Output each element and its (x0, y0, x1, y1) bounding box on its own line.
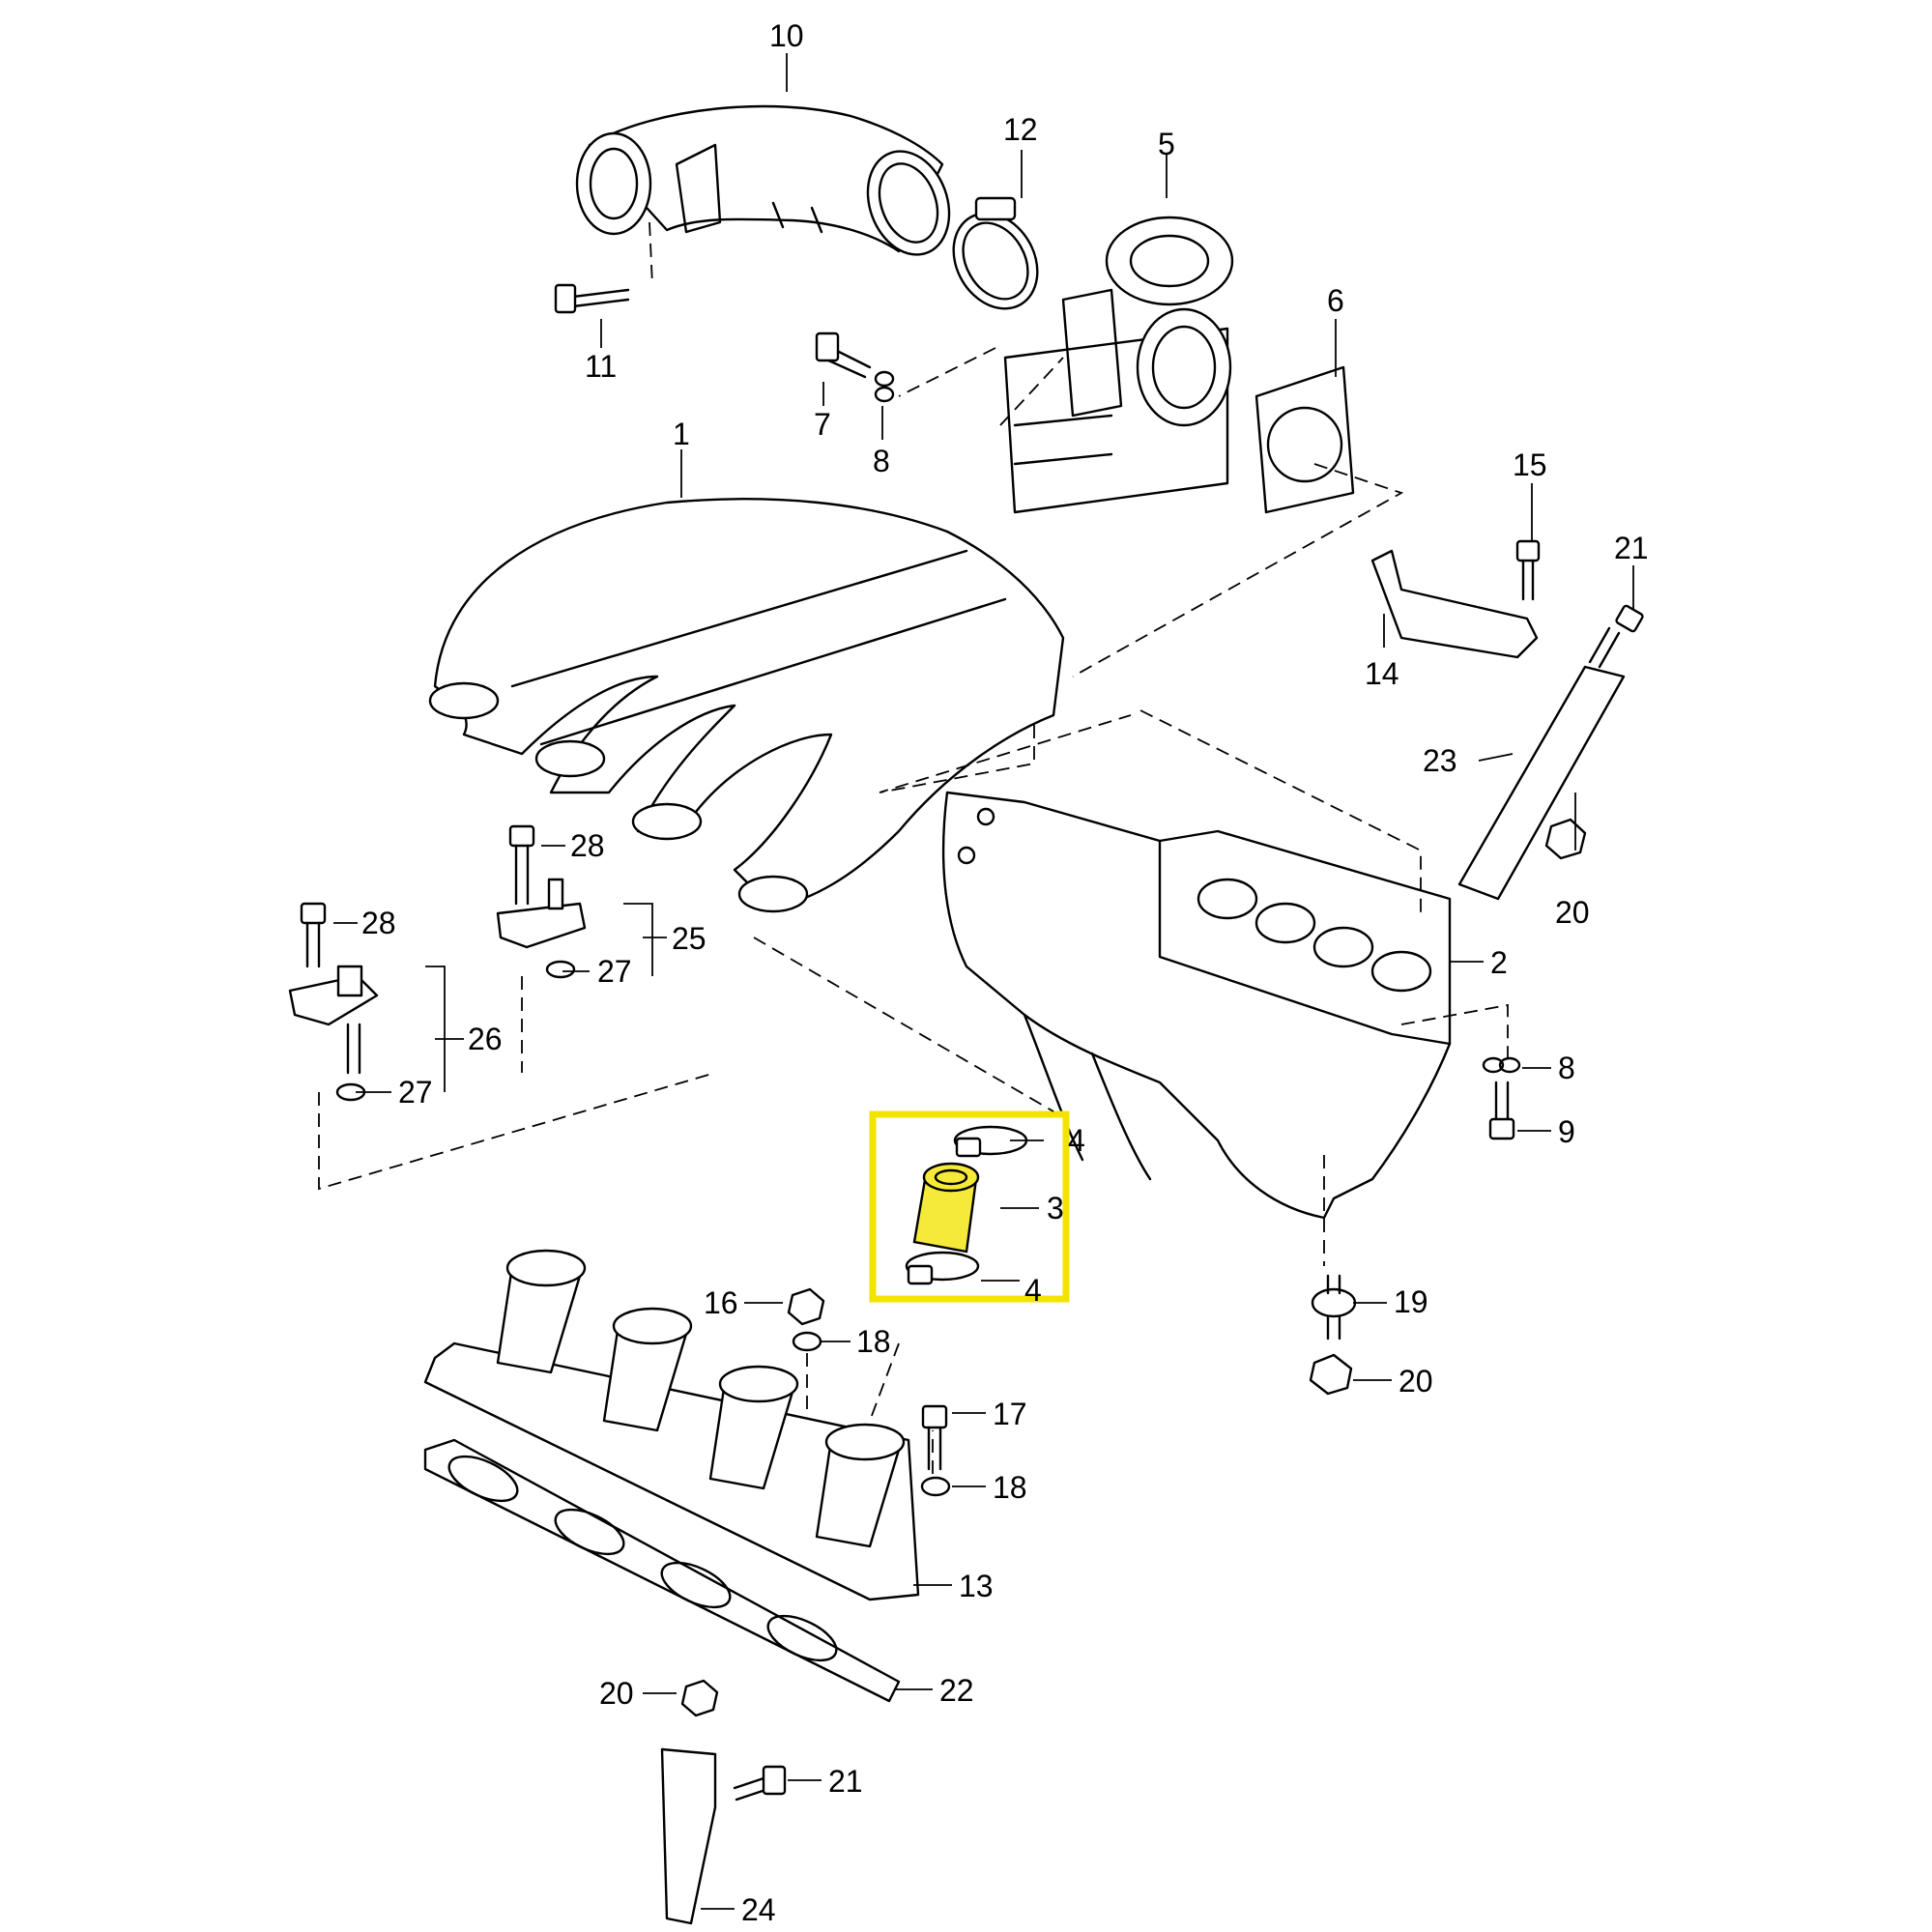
bolt-11 (554, 283, 630, 314)
callout-6: 6 (1327, 283, 1344, 318)
hose-clamp-4-lower (905, 1251, 980, 1285)
nut-20-right (1544, 818, 1587, 860)
callout-9: 9 (1558, 1114, 1575, 1149)
bolt-28-center (508, 824, 535, 906)
callout-21-lower: 21 (828, 1764, 863, 1799)
callout-20-lower-right: 20 (1399, 1364, 1433, 1399)
callout-labels: 10 11 12 5 6 7 8 1 15 21 14 23 20 2 28 2… (361, 18, 1649, 1927)
callout-28-center: 28 (570, 828, 605, 863)
callout-18-lower: 18 (993, 1470, 1027, 1505)
o-ring-8-right (1482, 1056, 1521, 1074)
callout-27-center: 27 (597, 954, 632, 989)
nut-20-bottom (680, 1679, 719, 1717)
callout-4-lower: 4 (1024, 1273, 1042, 1308)
sensor-25 (496, 878, 587, 949)
nut-20-lower-right (1309, 1353, 1353, 1396)
callout-19: 19 (1394, 1284, 1428, 1319)
bolt-21-lower (733, 1765, 787, 1802)
callout-27-left: 27 (398, 1075, 433, 1110)
callout-7: 7 (814, 407, 831, 442)
hose-clamp-12 (952, 196, 1039, 310)
hose-clamp-4-upper (953, 1125, 1028, 1158)
bolt-21-upper (1588, 604, 1644, 669)
coupling-3 (912, 1162, 980, 1254)
nut-16 (787, 1287, 825, 1326)
sensor-26 (288, 965, 379, 1075)
callout-20-bottom: 20 (599, 1676, 634, 1711)
highlight-frame (869, 1110, 1070, 1303)
callout-3: 3 (1047, 1191, 1064, 1226)
assembly-lines (318, 221, 1509, 1474)
bolt-9 (1488, 1081, 1515, 1140)
washer-18-lower (920, 1476, 951, 1497)
bolt-28-left (300, 902, 327, 968)
callout-11: 11 (585, 349, 617, 384)
callout-28-left: 28 (361, 906, 396, 940)
o-ring-8-upper (874, 370, 895, 403)
callout-5: 5 (1158, 127, 1175, 161)
throttle-body-5 (1003, 216, 1234, 514)
callout-21-upper: 21 (1614, 531, 1649, 565)
callout-26: 26 (468, 1022, 503, 1056)
callout-16: 16 (704, 1285, 738, 1320)
bolt-17 (921, 1404, 948, 1471)
callout-10: 10 (769, 18, 804, 53)
intake-runner-flange-13 (423, 1249, 920, 1601)
leader-lines (333, 53, 1634, 1910)
bolt-7 (815, 332, 872, 379)
lower-intake-manifold-2 (941, 791, 1452, 1220)
stud-19 (1311, 1274, 1357, 1341)
callout-8-right: 8 (1558, 1051, 1575, 1085)
bracket-23 (1457, 665, 1626, 901)
upper-intake-manifold-1 (428, 498, 1065, 913)
callout-25: 25 (672, 921, 706, 956)
callout-23: 23 (1423, 743, 1457, 778)
callout-12: 12 (1003, 112, 1038, 147)
callout-22: 22 (939, 1673, 974, 1708)
callout-1: 1 (673, 417, 690, 451)
callout-4-upper: 4 (1068, 1123, 1085, 1158)
intake-hose (575, 104, 951, 256)
gasket-22 (423, 1438, 901, 1703)
callout-13: 13 (959, 1569, 994, 1603)
callout-14: 14 (1365, 656, 1399, 691)
gasket-6 (1254, 365, 1355, 514)
callout-15: 15 (1513, 447, 1547, 482)
callout-24: 24 (741, 1892, 776, 1927)
o-ring-27-center (545, 960, 576, 979)
callout-20-right: 20 (1555, 895, 1590, 930)
bracket-24 (660, 1747, 717, 1925)
washer-18-upper (792, 1331, 822, 1352)
callout-2: 2 (1490, 945, 1508, 980)
bolt-15 (1515, 539, 1541, 601)
bracket-14 (1370, 549, 1539, 659)
callout-8-upper: 8 (873, 444, 890, 478)
callout-17: 17 (993, 1397, 1027, 1431)
callout-18-upper: 18 (856, 1324, 891, 1359)
